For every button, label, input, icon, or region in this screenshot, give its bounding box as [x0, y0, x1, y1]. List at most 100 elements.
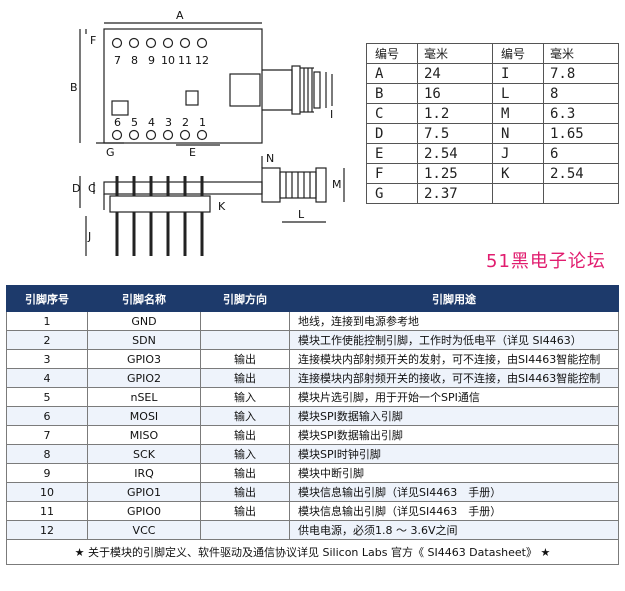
pin-direction: 输出 [200, 463, 290, 483]
pin-usage: 地线，连接到电源参考地 [289, 311, 619, 331]
dim-code: J [492, 143, 544, 164]
dim-code: N [492, 123, 544, 144]
header-pin-usage: 引脚用途 [289, 285, 619, 312]
pin-number: 4 [6, 368, 88, 388]
label-C: C [88, 182, 96, 195]
pin-label-8: 8 [131, 54, 138, 67]
pin-direction: 输出 [200, 425, 290, 445]
label-M: M [332, 178, 342, 191]
module-dimension-drawing: A B F G E I N D C J K L M 7 8 9 10 11 12… [70, 9, 345, 256]
pin-label-9: 9 [148, 54, 155, 67]
top-pin-holes [111, 37, 208, 141]
label-F: F [90, 34, 96, 47]
pin-number: 6 [6, 406, 88, 426]
pin-number: 1 [6, 311, 88, 331]
pin-name: SDN [87, 330, 201, 350]
pin-direction: 输入 [200, 387, 290, 407]
pin-label-11: 11 [178, 54, 192, 67]
pin-label-7: 7 [114, 54, 121, 67]
pin-direction: 输入 [200, 444, 290, 464]
pin-usage: 模块信息输出引脚（详见SI4463 手册） [289, 482, 619, 502]
module-outline-top [103, 28, 263, 144]
pin-usage: 供电电源，必须1.8 ～ 3.6V之间 [289, 520, 619, 540]
pin-name: nSEL [87, 387, 201, 407]
dim-code: F [366, 163, 418, 184]
header-pin-number: 引脚序号 [6, 285, 88, 312]
pin-label-5: 5 [131, 116, 138, 129]
pin-number: 10 [6, 482, 88, 502]
label-I: I [330, 108, 333, 121]
dim-code [492, 183, 544, 204]
dim-code: G [366, 183, 418, 204]
label-A: A [176, 9, 184, 22]
datasheet-note: ★ 关于模块的引脚定义、软件驱动及通信协议详见 Silicon Labs 官方《… [6, 539, 619, 565]
pin-name: SCK [87, 444, 201, 464]
pin-number: 7 [6, 425, 88, 445]
dim-code: E [366, 143, 418, 164]
dim-value: 1.65 [543, 123, 619, 144]
dim-code: L [492, 83, 544, 104]
pin-direction: 输出 [200, 349, 290, 369]
pin-direction [200, 311, 290, 331]
label-N: N [266, 152, 274, 165]
pin-number: 11 [6, 501, 88, 521]
pin-label-4: 4 [148, 116, 155, 129]
dimensions-header-row: 编号 毫米 编号 毫米 [366, 43, 619, 64]
dim-value: 16 [417, 83, 493, 104]
pin-number: 8 [6, 444, 88, 464]
pin-usage: 模块SPI时钟引脚 [289, 444, 619, 464]
pin-spacer [109, 195, 211, 213]
pin-direction: 输入 [200, 406, 290, 426]
pin-name: GPIO0 [87, 501, 201, 521]
pin-name: MISO [87, 425, 201, 445]
pin-table-footer-row: ★ 关于模块的引脚定义、软件驱动及通信协议详见 Silicon Labs 官方《… [6, 539, 619, 565]
pin-direction: 输出 [200, 501, 290, 521]
dim-value: 1.25 [417, 163, 493, 184]
dim-code: C [366, 103, 418, 124]
pin-label-12: 12 [195, 54, 209, 67]
pin-number: 2 [6, 330, 88, 350]
dim-code: A [366, 63, 418, 84]
pin-usage: 模块片选引脚，用于开始一个SPI通信 [289, 387, 619, 407]
sma-connector-top [229, 65, 327, 115]
sma-connector-side [261, 167, 327, 203]
pin-usage: 模块SPI数据输出引脚 [289, 425, 619, 445]
pin-name: VCC [87, 520, 201, 540]
dim-code: I [492, 63, 544, 84]
label-K: K [218, 200, 226, 213]
dim-value: 6.3 [543, 103, 619, 124]
dim-code: D [366, 123, 418, 144]
pin-label-10: 10 [161, 54, 175, 67]
label-G: G [106, 146, 115, 159]
pin-name: IRQ [87, 463, 201, 483]
pin-usage: 连接模块内部射频开关的接收，可不连接，由SI4463智能控制 [289, 368, 619, 388]
module-outline-side [103, 181, 263, 195]
pin-direction [200, 520, 290, 540]
pin-name: GPIO1 [87, 482, 201, 502]
dims-header-mm-2: 毫米 [543, 43, 619, 64]
header-pin-direction: 引脚方向 [200, 285, 290, 312]
crystal-component [111, 100, 129, 116]
label-B: B [70, 81, 78, 94]
dim-value: 2.37 [417, 183, 493, 204]
label-D: D [72, 182, 80, 195]
label-E: E [189, 146, 196, 159]
pin-number: 3 [6, 349, 88, 369]
pin-label-6: 6 [114, 116, 121, 129]
pin-number: 9 [6, 463, 88, 483]
pin-name: GPIO3 [87, 349, 201, 369]
dims-header-code-2: 编号 [492, 43, 544, 64]
pin-direction: 输出 [200, 368, 290, 388]
